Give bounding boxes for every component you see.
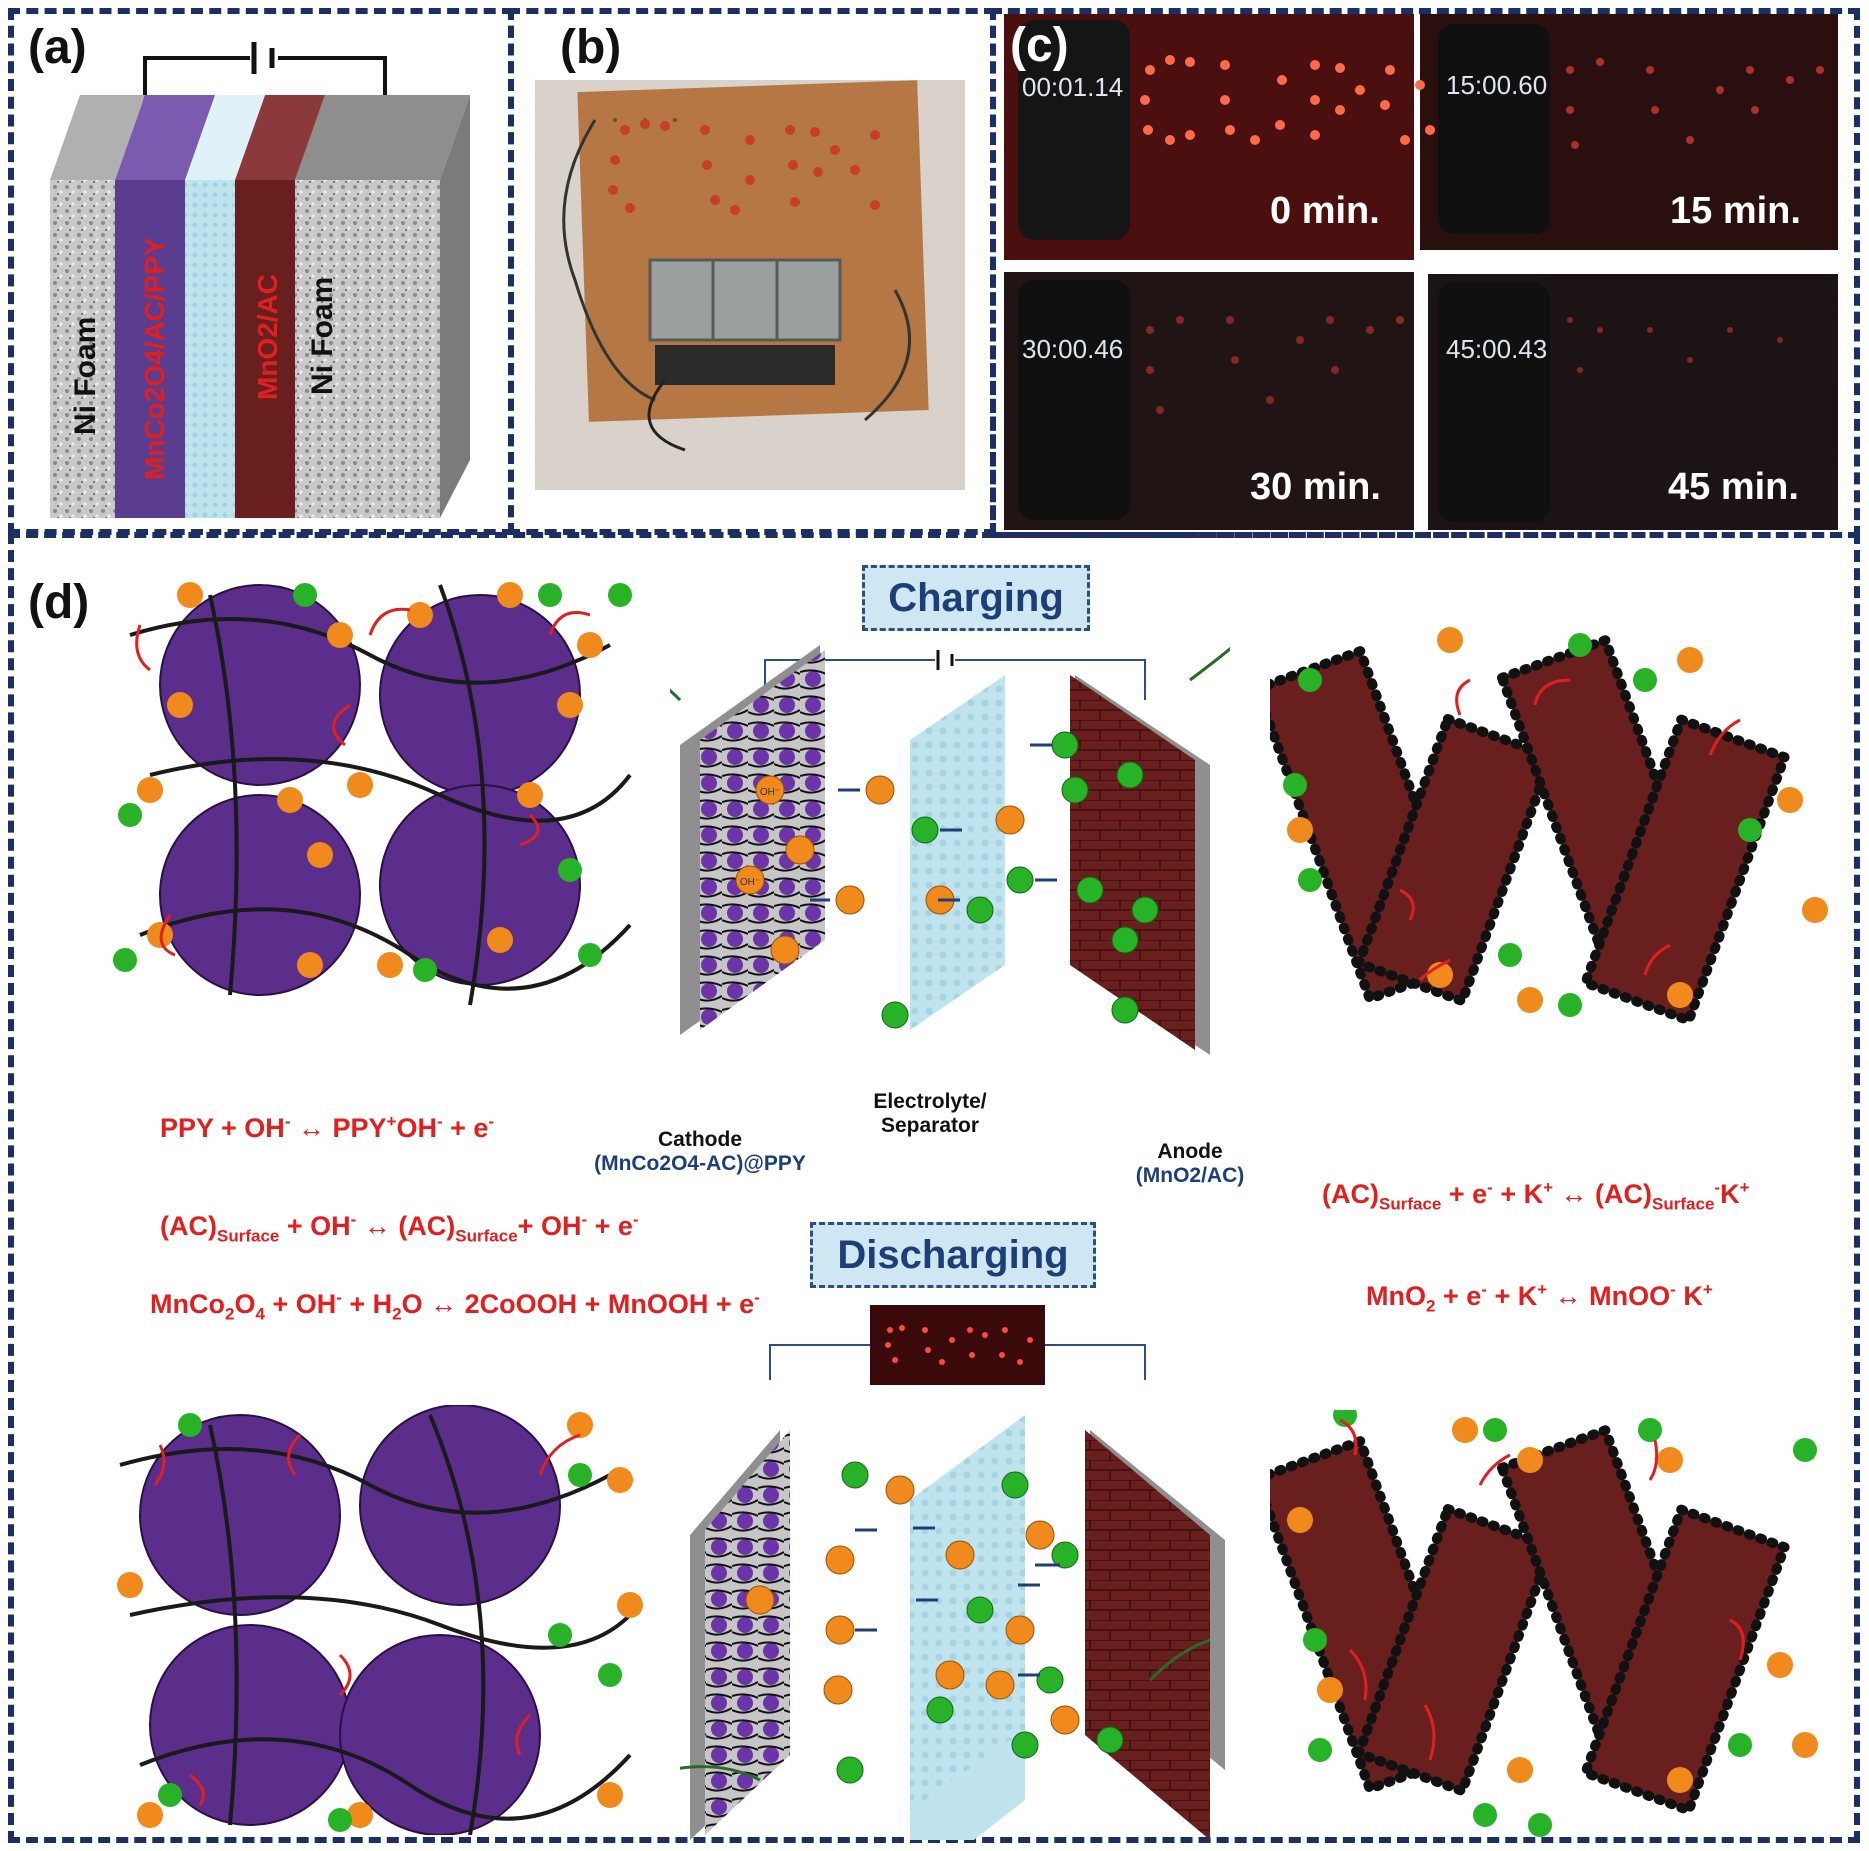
time-label-45: 45 min. [1668, 466, 1799, 508]
anode-material: (MnO2/AC) [1135, 1164, 1245, 1188]
time-label-30: 30 min. [1250, 466, 1381, 508]
phone-0 [1018, 20, 1130, 240]
phone-15 [1438, 24, 1550, 234]
separator-label: Electrolyte/ [873, 1090, 987, 1113]
svg-text:OH⁻: OH⁻ [760, 787, 780, 798]
layer-label-anode: MnO2/AC [252, 274, 283, 400]
led-display [870, 1305, 1045, 1385]
equation-ac-anode: (AC)Surface + e- + K+ ↔ (AC)Surface-K+ [1322, 1178, 1750, 1214]
cathode-label: Cathode [658, 1128, 742, 1151]
panel-d-label: (d) [28, 576, 90, 629]
separator-layer [185, 180, 235, 518]
anode-rods-discharging [1270, 1410, 1818, 1837]
discharging-label: Discharging [810, 1222, 1096, 1288]
phone-30 [1018, 280, 1130, 520]
led-board-photo [535, 80, 965, 490]
separator-caption: Electrolyte/ Separator [830, 1090, 1030, 1138]
panel-c-label: (c) [1010, 19, 1069, 72]
panel-d-frame [8, 532, 1860, 1843]
stopwatch-30: 30:00.46 [1022, 334, 1124, 364]
cathode-nanostructure-charging [113, 582, 632, 1006]
phone-45 [1438, 282, 1550, 522]
stopwatch-45: 45:00.43 [1446, 334, 1548, 364]
cathode-material: (MnCo2O4-AC)@PPY [594, 1152, 806, 1176]
layer-label-ni-foam-right: Ni Foam [306, 277, 339, 395]
equation-ppy: PPY + OH- ↔ PPY+OH- + e- [160, 1112, 495, 1143]
anode-layer [235, 180, 295, 518]
anode-label: Anode [1157, 1140, 1223, 1163]
led-dots [1140, 55, 1824, 414]
time-label-15: 15 min. [1670, 190, 1801, 232]
cathode-caption: Cathode (MnCo2O4-AC)@PPY [560, 1128, 840, 1176]
layer-label-ni-foam-left: Ni Foam [69, 317, 102, 435]
discharging-cell [680, 1305, 1225, 1840]
panel-b-label: (b) [560, 21, 622, 74]
layer-label-cathode: MnCo2O4/AC/PPY [139, 237, 170, 480]
anode-rods-charging [1270, 627, 1828, 1027]
time-label-0: 0 min. [1270, 190, 1380, 232]
equation-mnco2o4: MnCo2O4 + OH- + H2O ↔ 2CoOOH + MnOOH + e… [150, 1288, 760, 1324]
stopwatch-15: 15:00.60 [1446, 70, 1548, 100]
charging-label: Charging [862, 565, 1090, 631]
separator-label-2: Separator [880, 1114, 980, 1138]
equation-mno2: MnO2 + e- + K+ ↔ MnOO- K+ [1366, 1280, 1713, 1316]
anode-caption: Anode (MnO2/AC) [1110, 1140, 1270, 1188]
svg-text:OH⁻: OH⁻ [740, 877, 760, 888]
stopwatch-0: 00:01.14 [1022, 72, 1124, 102]
cathode-layer [115, 180, 185, 518]
equation-ac-cathode: (AC)Surface + OH- ↔ (AC)Surface+ OH- + e… [160, 1210, 639, 1246]
cathode-nanostructure-discharging [117, 1405, 643, 1835]
charging-cell: OH⁻ OH⁻ [670, 645, 1230, 1055]
ni-foam-left [50, 180, 115, 518]
ni-foam-right [295, 95, 470, 180]
supercapacitor-schematic: Ni Foam MnCo2O4/AC/PPY MnO2/AC Ni Foam [50, 42, 470, 518]
panel-a-label: (a) [28, 21, 87, 74]
